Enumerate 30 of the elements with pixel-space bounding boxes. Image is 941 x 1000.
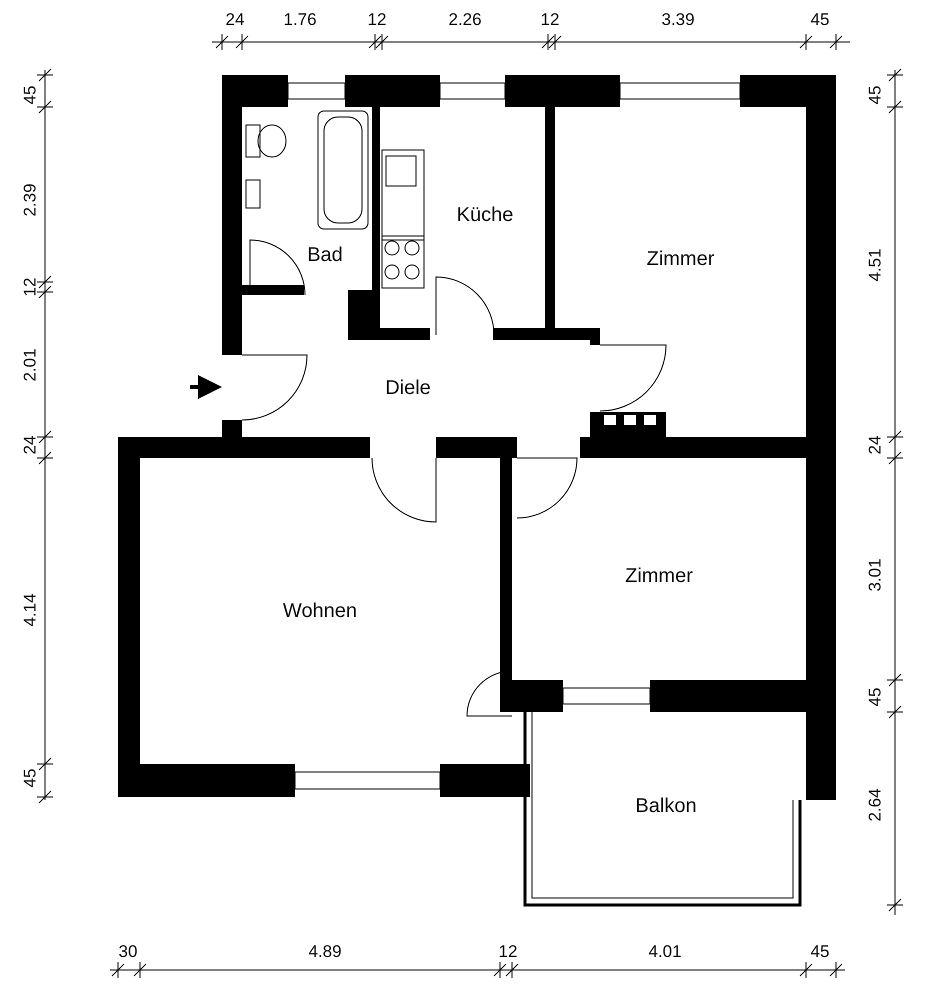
- dimension-label: 12: [498, 943, 518, 961]
- dimension-label: 45: [810, 11, 830, 29]
- dimension-label: 4.01: [648, 943, 682, 961]
- dimension-label: 2.39: [21, 183, 40, 217]
- dimension-label: 3.39: [662, 11, 695, 29]
- dimension-label: 4.51: [866, 248, 884, 282]
- dimension-label: 2.26: [448, 11, 482, 29]
- dimension-label: 45: [810, 943, 830, 961]
- dimension-label: 45: [20, 768, 39, 788]
- dimension-label: 2.64: [866, 788, 884, 822]
- dimension-label: 4.14: [21, 593, 40, 627]
- room-label: Wohnen: [140, 458, 500, 764]
- room-label: Balkon: [532, 712, 800, 900]
- dimension-label: 3.01: [866, 558, 884, 592]
- dimension-label: 12: [540, 11, 560, 29]
- dimension-label: 1.76: [284, 11, 317, 29]
- dimension-label: 45: [866, 688, 884, 706]
- dimension-label: 2.01: [21, 348, 40, 382]
- dimension-label: 45: [20, 86, 39, 104]
- room-label: Zimmer: [512, 472, 806, 680]
- dimension-label: 12: [20, 278, 39, 296]
- dimension-label: 24: [226, 11, 244, 29]
- dimension-label: 4.89: [308, 943, 342, 961]
- dimension-label: 24: [866, 436, 884, 454]
- room-label: Küche: [425, 110, 545, 320]
- dimension-label: 45: [866, 86, 884, 104]
- room-label: Bad: [280, 225, 370, 285]
- dimension-label: 12: [368, 11, 386, 29]
- dimension-label: 24: [20, 436, 39, 454]
- dimension-label: 30: [118, 943, 138, 961]
